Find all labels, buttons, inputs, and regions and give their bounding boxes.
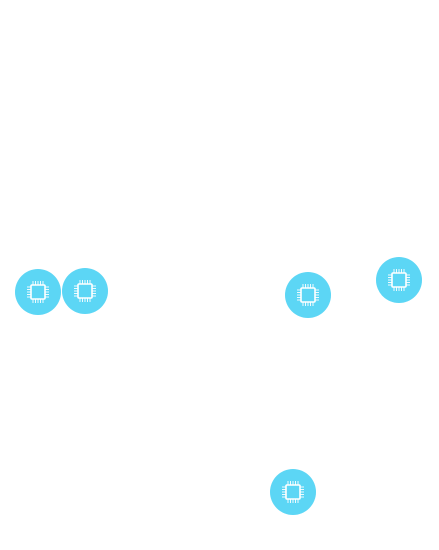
cpu-node[interactable] (15, 269, 61, 315)
cpu-chip-icon (384, 265, 414, 295)
cpu-chip-icon (278, 477, 308, 507)
cpu-node[interactable] (376, 257, 422, 303)
cpu-node[interactable] (62, 268, 108, 314)
cpu-chip-icon (70, 276, 100, 306)
cpu-chip-icon (293, 280, 323, 310)
cpu-node[interactable] (285, 272, 331, 318)
cpu-node[interactable] (270, 469, 316, 515)
cpu-chip-icon (23, 277, 53, 307)
